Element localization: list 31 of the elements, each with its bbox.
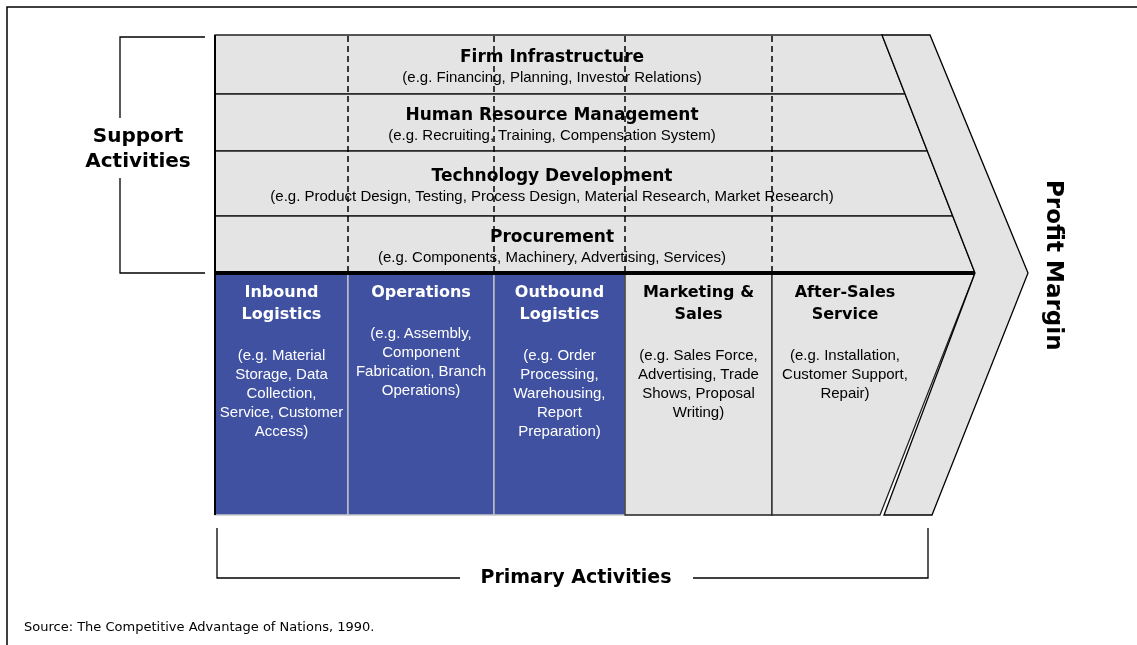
activity-heading: Procurement <box>489 225 615 247</box>
activity-heading: Operations <box>370 281 472 303</box>
support-activity-band <box>215 35 906 94</box>
profit-margin-label: Profit Margin <box>1041 180 1069 353</box>
activity-heading: Marketing & Sales <box>641 281 756 325</box>
source-caption: Source: The Competitive Advantage of Nations, 1990. <box>24 619 375 634</box>
activity-heading: Inbound Logistics <box>240 281 323 325</box>
support-activity-band <box>215 151 953 216</box>
primary-activity-column <box>772 273 975 515</box>
primary-activity-column <box>494 273 625 515</box>
activity-heading: After-Sales Service <box>793 281 897 325</box>
primary-activity-column <box>215 273 348 515</box>
activity-heading: Outbound Logistics <box>513 281 606 325</box>
activity-examples: (e.g. Material Storage, Data Collection, Service, Customer Access) <box>218 345 345 440</box>
primary-activity-column <box>348 273 494 515</box>
activity-heading: Technology Development <box>431 164 673 186</box>
activity-examples: (e.g. Assembly, Component Fabrication, Branch Operations) <box>354 323 488 399</box>
activity-examples: (e.g. Recruiting, Training, Compensation System) <box>388 125 716 144</box>
activity-examples: (e.g. Sales Force, Advertising, Trade Shows, Proposal Writing) <box>637 345 760 421</box>
activity-examples: (e.g. Order Processing, Warehousing, Report Preparation) <box>512 345 607 440</box>
activity-heading: Firm Infrastructure <box>459 45 645 67</box>
activity-examples: (e.g. Components, Machinery, Advertising, Services) <box>377 247 727 266</box>
support-activities-label: Support Activities <box>84 123 192 173</box>
activity-examples: (e.g. Installation, Customer Support, Repair) <box>781 345 909 402</box>
support-activity-band <box>215 94 928 151</box>
activity-heading: Human Resource Management <box>405 103 699 125</box>
primary-activity-column <box>625 273 772 515</box>
activity-examples: (e.g. Product Design, Testing, Process Design, Material Research, Market Research) <box>270 186 834 205</box>
activity-examples: (e.g. Financing, Planning, Investor Relations) <box>402 67 702 86</box>
support-activity-band <box>215 216 975 273</box>
primary-activities-label: Primary Activities <box>479 564 673 589</box>
